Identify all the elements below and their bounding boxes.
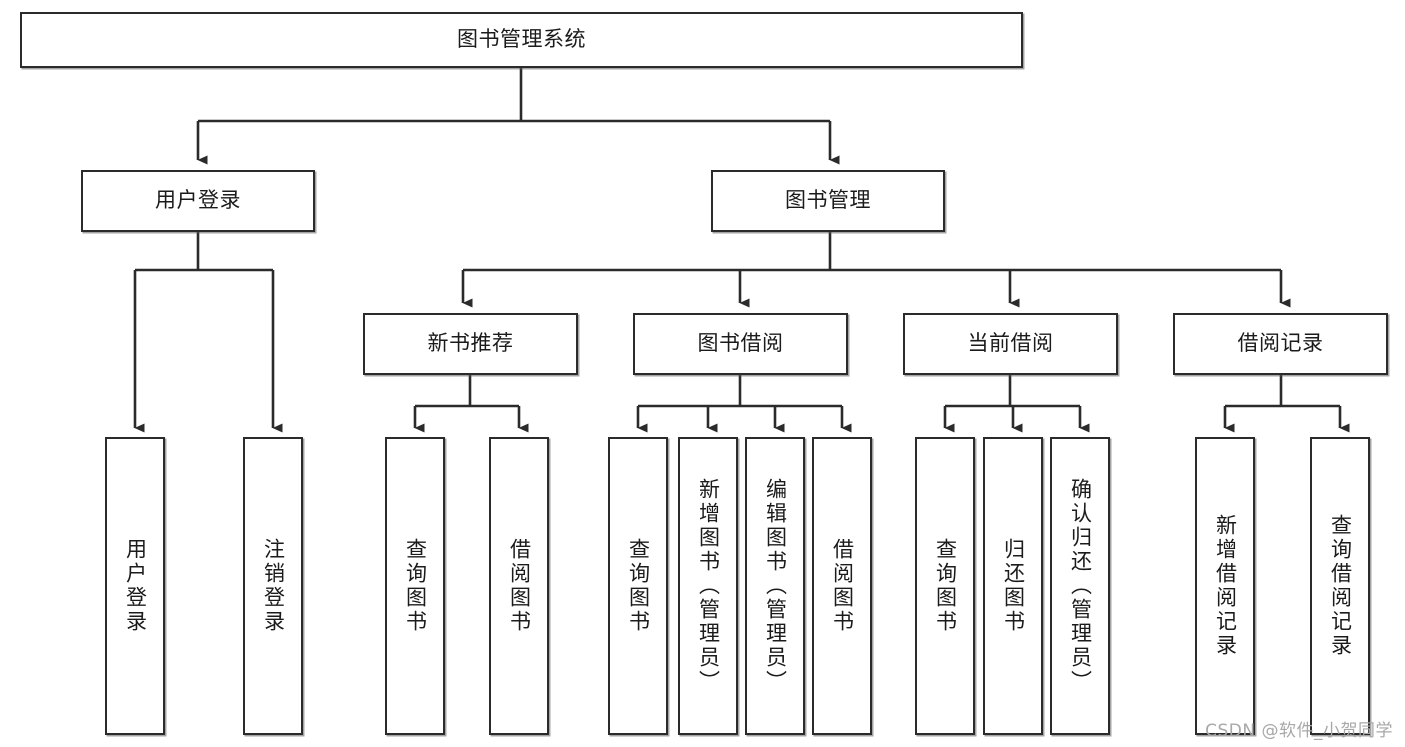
node-leaf-return-book[interactable]: 归还图书 bbox=[983, 437, 1043, 735]
node-book-manage-label: 图书管理 bbox=[785, 188, 871, 213]
node-leaf-user-login[interactable]: 用户登录 bbox=[105, 437, 165, 735]
node-borrow-record-label: 借阅记录 bbox=[1237, 331, 1324, 356]
node-leaf-query-record[interactable]: 查询借阅记录 bbox=[1310, 437, 1370, 735]
node-leaf-query-book-2[interactable]: 查询图书 bbox=[608, 437, 668, 735]
node-leaf-add-record-label: 新增借阅记录 bbox=[1213, 514, 1238, 658]
node-leaf-query-book-1[interactable]: 查询图书 bbox=[385, 437, 445, 735]
node-leaf-borrow-book-2-label: 借阅图书 bbox=[830, 538, 855, 634]
node-borrow-record[interactable]: 借阅记录 bbox=[1173, 313, 1388, 375]
node-leaf-add-book[interactable]: 新增图书（管理员） bbox=[678, 437, 738, 735]
node-book-borrow[interactable]: 图书借阅 bbox=[633, 313, 848, 375]
node-leaf-confirm-return[interactable]: 确认归还（管理员） bbox=[1050, 437, 1110, 735]
node-new-book-rec-label: 新书推荐 bbox=[427, 331, 514, 356]
node-new-book-rec[interactable]: 新书推荐 bbox=[363, 313, 578, 375]
node-root[interactable]: 图书管理系统 bbox=[20, 12, 1023, 68]
node-current-borrow[interactable]: 当前借阅 bbox=[903, 313, 1118, 375]
node-leaf-query-book-1-label: 查询图书 bbox=[403, 538, 428, 634]
node-leaf-borrow-book-2[interactable]: 借阅图书 bbox=[812, 437, 872, 735]
node-root-label: 图书管理系统 bbox=[457, 27, 586, 52]
watermark-text: CSDN @软件_小贺同学 bbox=[1205, 721, 1393, 741]
node-leaf-query-book-2-label: 查询图书 bbox=[626, 538, 651, 634]
node-leaf-add-record[interactable]: 新增借阅记录 bbox=[1195, 437, 1255, 735]
node-leaf-borrow-book-1-label: 借阅图书 bbox=[507, 538, 532, 634]
node-leaf-query-book-3[interactable]: 查询图书 bbox=[915, 437, 975, 735]
node-current-borrow-label: 当前借阅 bbox=[967, 331, 1054, 356]
node-leaf-edit-book-label: 编辑图书（管理员） bbox=[763, 478, 788, 694]
node-user-login-label: 用户登录 bbox=[155, 188, 241, 213]
node-leaf-user-login-label: 用户登录 bbox=[123, 538, 148, 634]
node-leaf-return-book-label: 归还图书 bbox=[1001, 538, 1026, 634]
node-book-manage[interactable]: 图书管理 bbox=[711, 170, 945, 232]
node-leaf-logout-label: 注销登录 bbox=[261, 538, 286, 634]
node-book-borrow-label: 图书借阅 bbox=[697, 331, 784, 356]
node-leaf-add-book-label: 新增图书（管理员） bbox=[696, 478, 721, 694]
node-leaf-borrow-book-1[interactable]: 借阅图书 bbox=[489, 437, 549, 735]
node-user-login[interactable]: 用户登录 bbox=[81, 170, 315, 232]
node-leaf-edit-book[interactable]: 编辑图书（管理员） bbox=[745, 437, 805, 735]
node-leaf-query-record-label: 查询借阅记录 bbox=[1328, 514, 1353, 658]
node-leaf-query-book-3-label: 查询图书 bbox=[933, 538, 958, 634]
node-leaf-confirm-return-label: 确认归还（管理员） bbox=[1068, 478, 1093, 694]
node-leaf-logout[interactable]: 注销登录 bbox=[243, 437, 303, 735]
